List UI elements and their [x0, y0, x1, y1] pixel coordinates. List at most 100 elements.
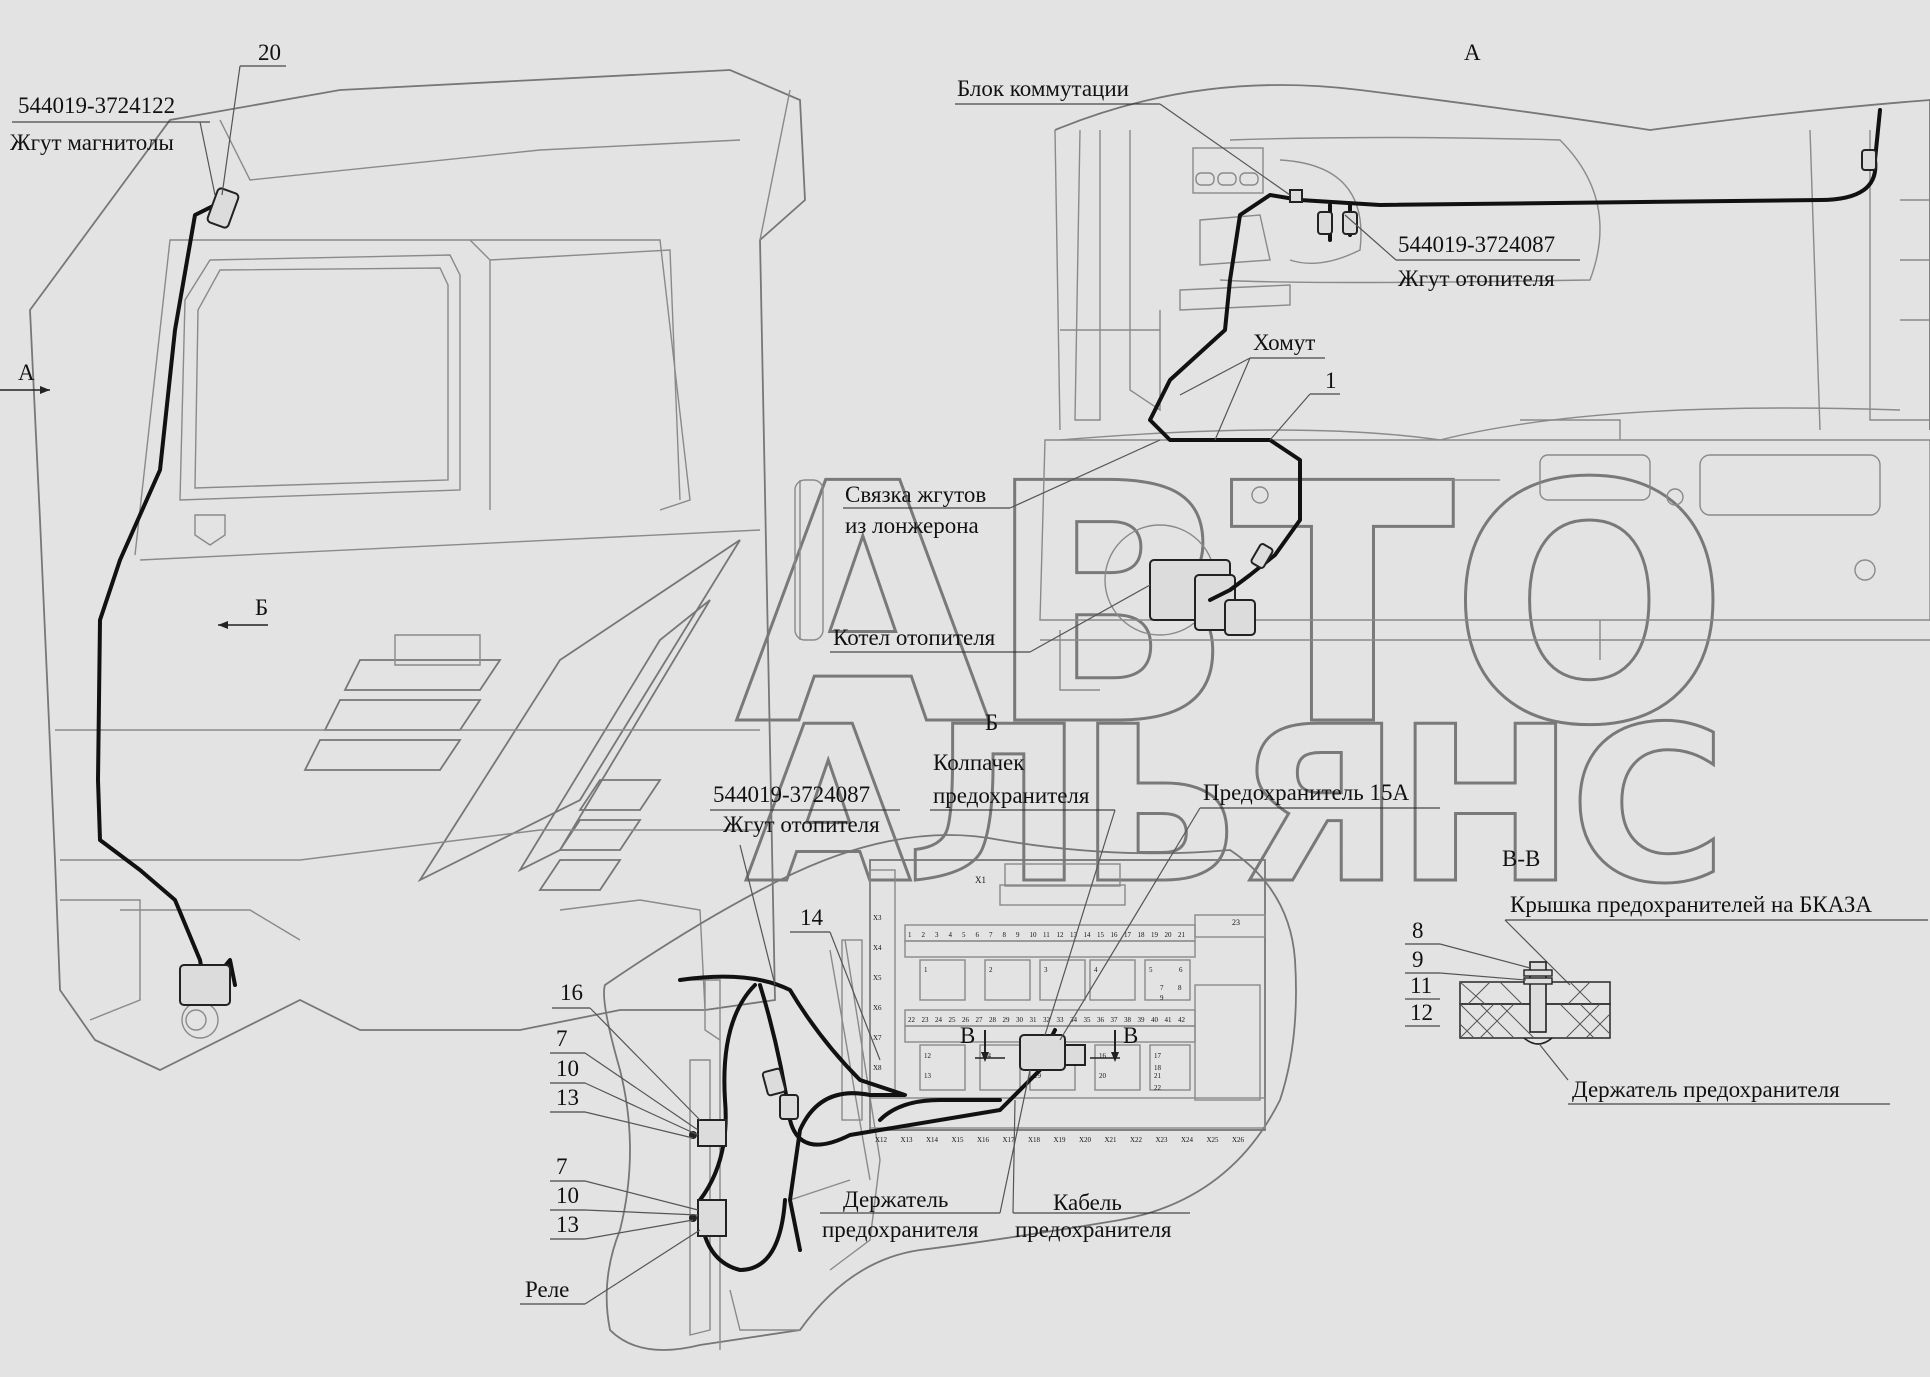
- fuse-box-bottom-connector: X19: [1054, 1136, 1067, 1144]
- fuse-number-mid: 32: [1043, 1016, 1051, 1024]
- fuse-box-bottom-connector: X13: [901, 1136, 914, 1144]
- relay-number-lower: 19: [1034, 1072, 1042, 1080]
- relay-number-upper: 4: [1094, 966, 1098, 974]
- callout-fuse-holder-section: Держатель предохранителя: [1539, 1044, 1890, 1105]
- fuse-holder-line2: предохранителя: [822, 1217, 979, 1242]
- fuse-number-mid: 27: [976, 1016, 984, 1024]
- relay-number-lower: 18: [1154, 1064, 1162, 1072]
- pos-20: 20: [258, 40, 281, 65]
- callout-clamp: Хомут 1: [1179, 330, 1340, 441]
- pos-13b: 13: [556, 1212, 579, 1237]
- section-v-marker-right: В: [1123, 1023, 1138, 1048]
- fuse-number-mid: 30: [1016, 1016, 1024, 1024]
- view-b-arrow-label: Б: [255, 595, 268, 620]
- callout-pos-14: 14: [790, 905, 881, 1061]
- relay-number-lower: 20: [1099, 1072, 1107, 1080]
- callout-section-positions: 8 9 11 12: [1405, 918, 1531, 1027]
- fuse-number-top: 2: [922, 931, 926, 939]
- view-b-title: Б: [985, 710, 998, 735]
- callout-fuse-holder: Держатель предохранителя: [820, 1069, 1031, 1242]
- fuse-box-side-label: 23: [1232, 918, 1240, 927]
- fuse-box-bottom-connector: X24: [1181, 1136, 1194, 1144]
- relay-number-upper: 2: [989, 966, 993, 974]
- fuse-box-left-connector: X7: [873, 1034, 882, 1042]
- callout-switch-block: Блок коммутации: [955, 76, 1291, 196]
- relay-number-lower: 21: [1154, 1072, 1162, 1080]
- fuse-box-bottom-connector: X15: [952, 1136, 965, 1144]
- heater-harness-code-a: 544019-3724087: [1398, 232, 1555, 257]
- relay-number-lower: 12: [924, 1052, 932, 1060]
- fuse-number-top: 8: [1003, 931, 1007, 939]
- fuse-number-mid: 36: [1097, 1016, 1105, 1024]
- fuse-cable-line2: предохранителя: [1015, 1217, 1172, 1242]
- section-v-title: В-В: [1502, 846, 1540, 871]
- pos-10b: 10: [556, 1183, 579, 1208]
- relay-1: [697, 1119, 727, 1147]
- fuse-number-top: 20: [1165, 931, 1173, 939]
- fuse-holder: [1019, 1034, 1066, 1071]
- fuse-number-top: 17: [1124, 931, 1132, 939]
- relay-number-lower: 22: [1154, 1084, 1162, 1092]
- view-a-title: А: [1464, 40, 1481, 65]
- heater-harness-cable-a: [1148, 108, 1882, 602]
- fuse-box-x1-label: X1: [975, 875, 986, 885]
- fuse-box-left-connector: X5: [873, 974, 882, 982]
- heater-harness-code-b: 544019-3724087: [713, 782, 870, 807]
- fuse-number-mid: 40: [1151, 1016, 1159, 1024]
- callout-fuse-cap: Колпачек предохранителя: [930, 750, 1116, 1036]
- relay-number-upper: 5: [1149, 966, 1153, 974]
- section-v-marker-left: В: [960, 1023, 975, 1048]
- callout-pos-16: 16: [552, 980, 701, 1121]
- view-a-arrow: А: [0, 360, 50, 394]
- fuse-box-left-connector: X4: [873, 944, 882, 952]
- fuse-cap-line1: Колпачек: [933, 750, 1025, 775]
- pos-13a: 13: [556, 1085, 579, 1110]
- fuse-box-bottom-connector: X16: [977, 1136, 990, 1144]
- callout-fuse-15a: Предохранитель 15А: [1059, 780, 1440, 1041]
- fuse-box-bottom-connector: X18: [1028, 1136, 1041, 1144]
- pos-12: 12: [1410, 1000, 1433, 1025]
- heater-harness-name-b: Жгут отопителя: [723, 812, 880, 837]
- view-a-drawing: [1039, 84, 1930, 691]
- pos-7b: 7: [556, 1154, 568, 1179]
- fuse-cover-label: Крышка предохранителей на БКАЗА: [1510, 892, 1872, 917]
- fuse-cable-line1: Кабель: [1053, 1190, 1122, 1215]
- fuse-number-mid: 38: [1124, 1016, 1132, 1024]
- fuse-number-mid: 29: [1003, 1016, 1011, 1024]
- fuse-number-mid: 28: [989, 1016, 997, 1024]
- callout-bundle: Связка жгутов из лонжерона: [843, 439, 1161, 538]
- watermark-line2: АЛЬЯНС: [745, 680, 1721, 931]
- fuse-number-mid: 39: [1138, 1016, 1146, 1024]
- view-a-arrow-label: А: [18, 360, 35, 385]
- fuse-number-top: 10: [1030, 931, 1038, 939]
- fuse-number-mid: 26: [962, 1016, 970, 1024]
- fuse-box-bottom-connector: X20: [1079, 1136, 1092, 1144]
- relay-number-upper: 3: [1044, 966, 1048, 974]
- clamp-label: Хомут: [1253, 330, 1315, 355]
- fuse-number-top: 9: [1016, 931, 1020, 939]
- callout-heater-harness-b: 544019-3724087 Жгут отопителя: [710, 782, 900, 986]
- relay-label: Реле: [525, 1277, 569, 1302]
- fuse-number-mid: 33: [1057, 1016, 1065, 1024]
- relay-number-upper: 8: [1178, 984, 1182, 992]
- relay-number-upper: 7: [1160, 984, 1164, 992]
- bundle-line2: из лонжерона: [845, 513, 979, 538]
- fuse-number-mid: 42: [1178, 1016, 1186, 1024]
- fuse-number-top: 14: [1084, 931, 1092, 939]
- fuse-box-bottom-connector: X23: [1156, 1136, 1169, 1144]
- fuse-box-bottom-connector: X12: [875, 1136, 888, 1144]
- fuse-number-mid: 34: [1070, 1016, 1078, 1024]
- fuse-box-left-connector: X8: [873, 1064, 882, 1072]
- radio-harness-code: 544019-3724122: [18, 93, 175, 118]
- fuse-number-mid: 25: [949, 1016, 957, 1024]
- view-b-arrow: Б: [218, 595, 268, 629]
- fuse-number-top: 18: [1138, 931, 1146, 939]
- relay-number-lower: 13: [924, 1072, 932, 1080]
- fuse-number-mid: 41: [1165, 1016, 1173, 1024]
- pos-10a: 10: [556, 1056, 579, 1081]
- bundle-line1: Связка жгутов: [845, 482, 986, 507]
- fuse-number-top: 13: [1070, 931, 1078, 939]
- fuse-15a-label: Предохранитель 15А: [1203, 780, 1409, 805]
- callout-heater-harness-a: 544019-3724087 Жгут отопителя: [1344, 214, 1580, 291]
